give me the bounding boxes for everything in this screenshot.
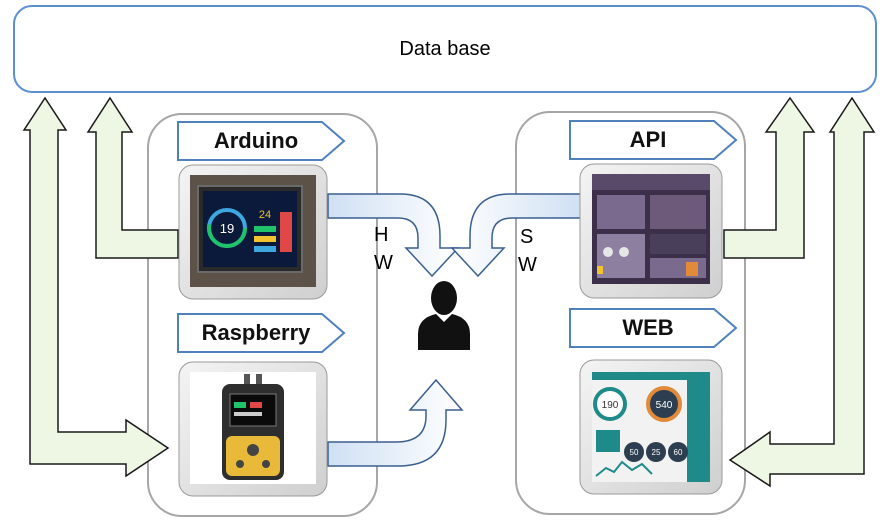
web-dashboard-image: 190 540 50 25 60 (592, 372, 710, 482)
flow-arrow-raspberry-to-user (327, 378, 464, 467)
database-box (13, 5, 877, 93)
raspberry-device-image (190, 372, 316, 484)
raspberry-tag-shape (177, 313, 346, 353)
api-tag-shape (569, 120, 738, 160)
arduino-left-readout: 19 (220, 221, 234, 236)
web-label: WEB (622, 315, 674, 340)
hardware-label-top: H (374, 224, 389, 246)
arduino-label: Arduino (213, 128, 299, 153)
flow-arrow-arduino-to-user (327, 193, 460, 278)
raspberry-label: Raspberry (201, 320, 311, 345)
flow-arrow-api-to-user (450, 193, 583, 278)
hardware-label-bottom: W (374, 252, 393, 274)
database-label: Data base (399, 38, 491, 60)
api-screen-image (592, 174, 710, 284)
user-icon (418, 281, 470, 350)
software-label-bottom: W (518, 254, 537, 276)
dashboard-gauge-2: 540 (656, 400, 673, 411)
arduino-right-readout: 24 (259, 209, 271, 221)
sync-arrow-arduino-to-db (86, 96, 179, 259)
api-label: API (629, 127, 667, 152)
dashboard-gauge-1: 190 (602, 400, 619, 411)
sync-arrow-db-to-raspberry (22, 96, 170, 478)
web-tag-shape (569, 308, 738, 348)
dashboard-gauge-5: 60 (674, 448, 683, 457)
arduino-tag-shape (177, 121, 346, 161)
arduino-device-image: 19 24 (190, 175, 316, 287)
sync-arrow-db-to-web (728, 96, 876, 488)
dashboard-gauge-4: 25 (652, 448, 661, 457)
sync-arrow-api-to-db (723, 96, 816, 259)
software-label-top: S (520, 226, 534, 248)
dashboard-gauge-3: 50 (630, 448, 639, 457)
